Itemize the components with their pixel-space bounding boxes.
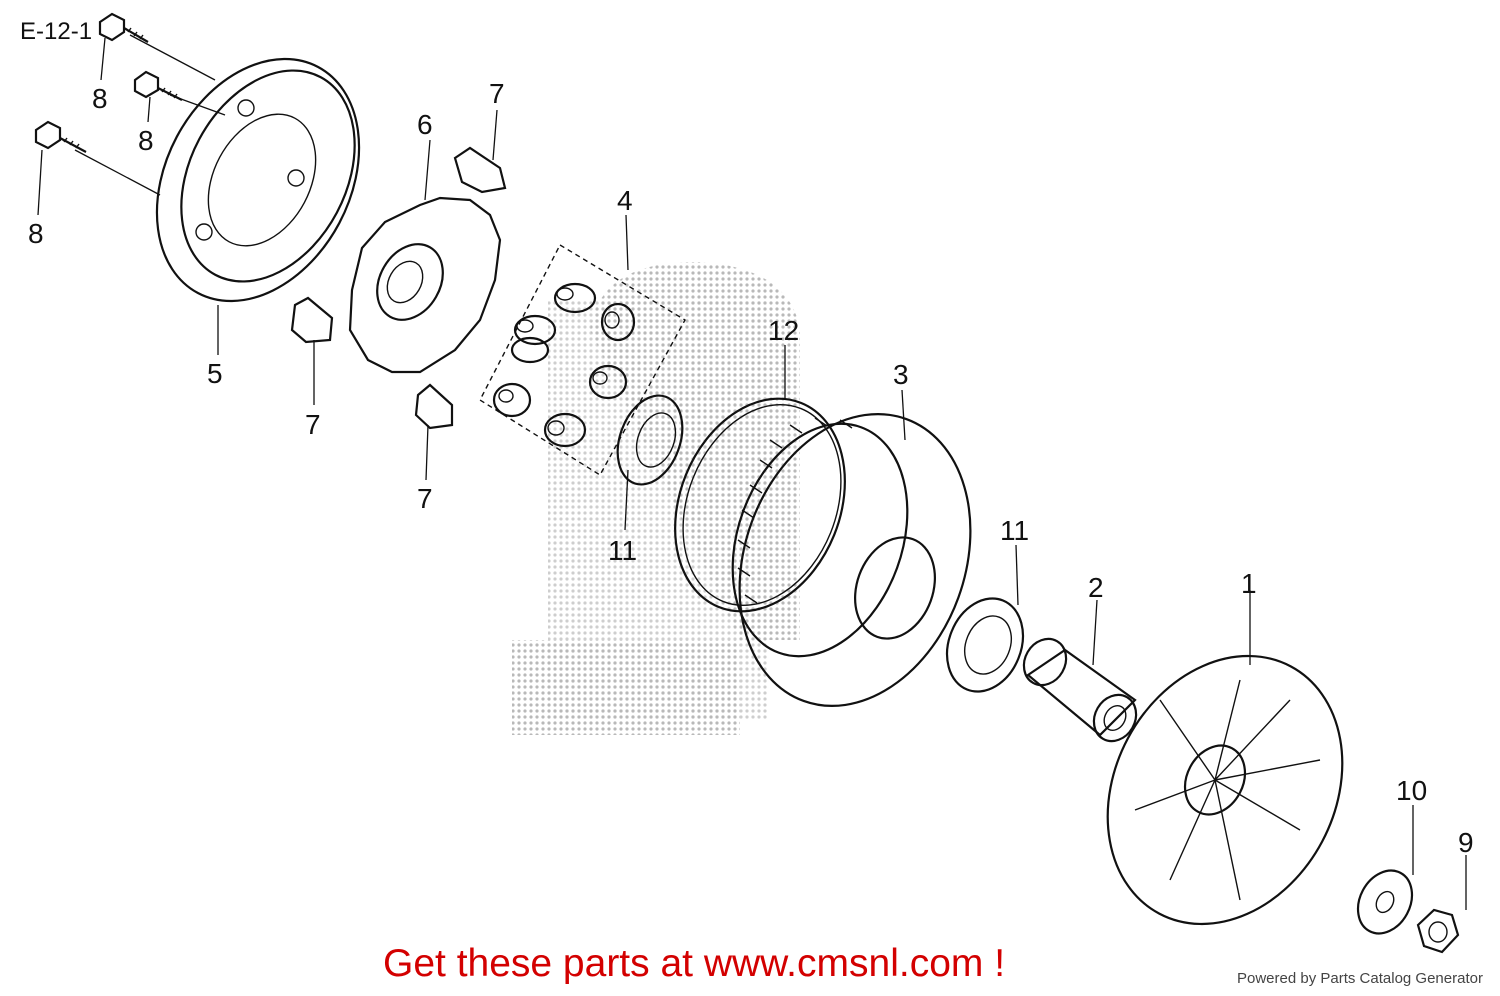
diagram-code: E-12-1 [20, 18, 93, 45]
roller-set-part-4 [479, 244, 686, 476]
callout-7-top: 7 [489, 78, 505, 109]
seal-part-11-left [616, 394, 684, 486]
drive-face-part-3 [731, 413, 972, 707]
callout-12: 12 [768, 315, 799, 346]
callout-2: 2 [1088, 572, 1104, 603]
callout-labels: 8 8 8 6 7 4 5 7 7 12 3 11 11 2 1 10 9 [28, 78, 1474, 858]
callout-11-left: 11 [608, 535, 637, 566]
washer-part-10 [1356, 869, 1414, 935]
callout-8-bottom: 8 [28, 218, 44, 249]
slider-part-7-left [290, 296, 334, 344]
fan-face-part-1 [1106, 654, 1344, 926]
nut-part-9 [1416, 908, 1460, 954]
roller [600, 302, 636, 342]
callout-7-left: 7 [305, 409, 321, 440]
roller [492, 382, 532, 418]
callout-8-middle: 8 [138, 125, 154, 156]
callout-8-top: 8 [92, 83, 108, 114]
callout-leaders [37, 37, 1467, 910]
callout-10: 10 [1396, 775, 1427, 806]
ramp-plate-part-6 [348, 196, 502, 374]
powered-by-text: Powered by Parts Catalog Generator [1237, 970, 1483, 987]
collar-part-2 [1022, 637, 1138, 743]
cover-plate-part-5 [155, 57, 361, 303]
roller [588, 364, 628, 400]
bolt-part-8-top [98, 12, 149, 43]
o-ring-part-12 [674, 397, 846, 613]
callout-9: 9 [1458, 827, 1474, 858]
roller [553, 282, 597, 314]
seal-part-11-right [945, 597, 1025, 693]
roller [543, 412, 587, 448]
callout-7-lower: 7 [417, 483, 433, 514]
callout-6: 6 [417, 109, 433, 140]
callout-4: 4 [617, 185, 633, 216]
slider-part-7-lower [414, 383, 454, 430]
bolt-part-8-middle [133, 70, 183, 101]
buy-parts-link[interactable]: Get these parts at www.cmsnl.com ! [383, 942, 1006, 985]
bolt-leaders [74, 34, 226, 196]
slider-part-7-top [453, 146, 507, 194]
roller [513, 314, 557, 346]
callout-11-right: 11 [1000, 515, 1029, 546]
callout-1: 1 [1241, 568, 1257, 599]
roller [510, 336, 550, 364]
callout-5: 5 [207, 358, 223, 389]
callout-3: 3 [893, 359, 909, 390]
bolt-part-8-bottom [34, 120, 87, 153]
